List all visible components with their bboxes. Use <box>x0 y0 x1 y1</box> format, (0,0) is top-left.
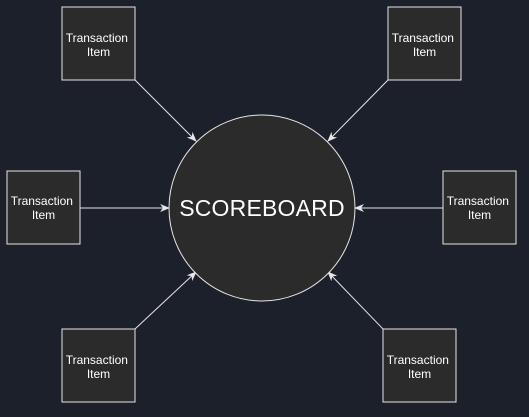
connector-bottom-left <box>134 271 197 330</box>
transaction-item-bottom-left[interactable]: Transaction Item <box>61 328 136 403</box>
scoreboard-circle <box>168 114 356 302</box>
scoreboard-node[interactable]: SCOREBOARD <box>168 114 356 302</box>
transaction-item-label: Transaction Item <box>447 194 513 222</box>
transaction-item-top-left[interactable]: Transaction Item <box>61 6 136 81</box>
transaction-item-bottom-right[interactable]: Transaction Item <box>382 328 457 403</box>
transaction-item-top-right[interactable]: Transaction Item <box>387 6 462 81</box>
transaction-item-label: Transaction Item <box>66 31 132 59</box>
transaction-item-label: Transaction Item <box>11 194 77 222</box>
transaction-item-label: Transaction Item <box>392 31 458 59</box>
transaction-item-middle-right[interactable]: Transaction Item <box>442 170 517 245</box>
transaction-item-label: Transaction Item <box>387 353 453 381</box>
transaction-item-middle-left[interactable]: Transaction Item <box>6 170 81 245</box>
connector-bottom-right <box>327 271 384 330</box>
connector-top-right <box>327 79 389 142</box>
scoreboard-label: SCOREBOARD <box>179 195 345 221</box>
connector-top-left <box>134 79 197 142</box>
transaction-item-label: Transaction Item <box>66 353 132 381</box>
